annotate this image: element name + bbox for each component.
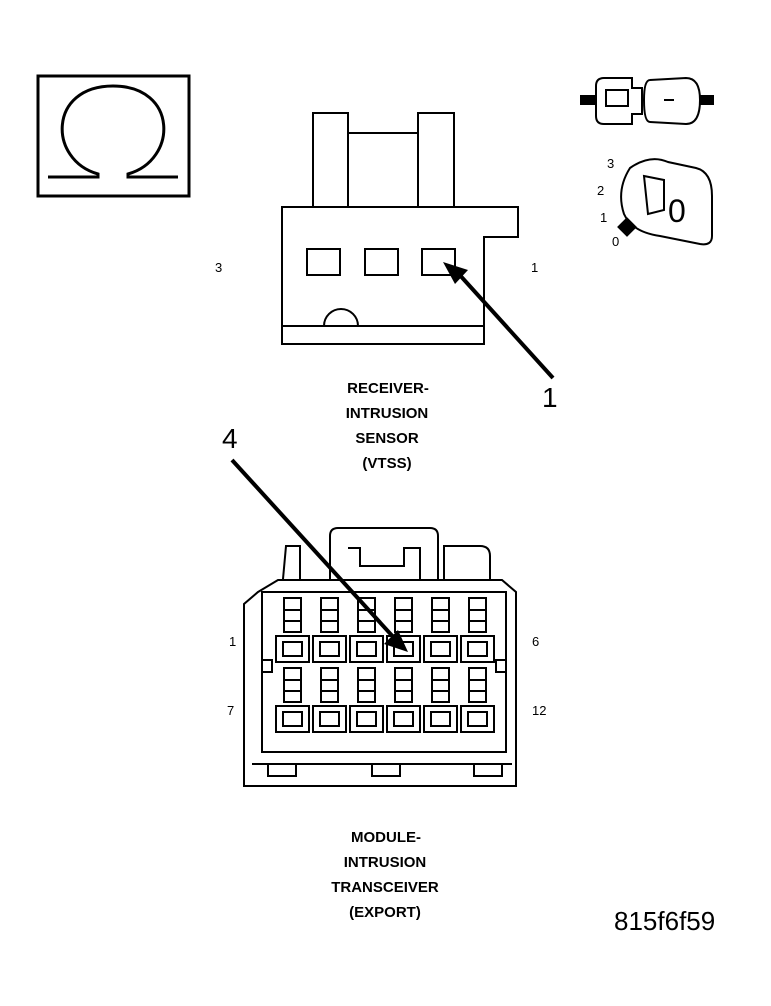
transceiver-label-line: (EXPORT) <box>349 904 421 921</box>
receiver-label-line: SENSOR <box>355 430 419 447</box>
cavity-8 <box>312 705 347 733</box>
cavity-7 <box>275 705 310 733</box>
cavity-latch-7 <box>283 667 302 703</box>
receiver-label-line: RECEIVER- <box>347 380 429 397</box>
cavity-terminal-2 <box>319 641 340 657</box>
cavity-1 <box>275 635 310 663</box>
key-position-1: 1 <box>600 210 607 225</box>
cavity-latch-4 <box>394 597 413 633</box>
transceiver-label-line: TRANSCEIVER <box>331 879 439 896</box>
ohmmeter-icon <box>36 74 191 198</box>
ignition-key-icon <box>617 158 713 246</box>
cavity-latch-8 <box>320 667 339 703</box>
cavity-latch-11 <box>431 667 450 703</box>
cavity-latch-10 <box>394 667 413 703</box>
receiver-callout: 1 <box>542 382 558 413</box>
transceiver-pin-top-left: 1 <box>229 634 236 649</box>
receiver-label-line: (VTSS) <box>362 455 411 472</box>
callout-arrow-1 <box>443 262 555 380</box>
transceiver-pin-bottom-left: 7 <box>227 703 234 718</box>
key-position-2: 2 <box>597 183 604 198</box>
cavity-terminal-9 <box>356 711 377 727</box>
callout-arrow-4 <box>230 458 408 652</box>
receiver-label-line: INTRUSION <box>346 405 429 422</box>
cavity-terminal-12 <box>467 711 488 727</box>
transceiver-cavity-grid <box>275 597 495 733</box>
key-position-3: 3 <box>607 156 614 171</box>
cavity-terminal-6 <box>467 641 488 657</box>
key-face-symbol: 0 <box>668 193 686 229</box>
transceiver-callout: 4 <box>222 423 238 454</box>
cavity-latch-2 <box>320 597 339 633</box>
cavity-latch-6 <box>468 597 487 633</box>
receiver-pin-left: 3 <box>215 260 222 275</box>
figure-id: 815f6f59 <box>614 906 715 936</box>
transceiver-pin-bottom-right: 12 <box>532 703 546 718</box>
cavity-terminal-10 <box>393 711 414 727</box>
transceiver-pin-top-right: 6 <box>532 634 539 649</box>
cavity-latch-1 <box>283 597 302 633</box>
cavity-terminal-11 <box>430 711 451 727</box>
cavity-terminal-7 <box>282 711 303 727</box>
transceiver-label-line: INTRUSION <box>344 854 427 871</box>
receiver-pin-right: 1 <box>531 260 538 275</box>
cavity-terminal-3 <box>356 641 377 657</box>
transceiver-label-line: MODULE- <box>351 829 421 846</box>
connector-plug-icon <box>580 76 714 126</box>
key-position-0: 0 <box>612 234 619 249</box>
receiver-connector-drawing <box>281 112 519 345</box>
cavity-terminal-8 <box>319 711 340 727</box>
cavity-latch-5 <box>431 597 450 633</box>
cavity-terminal-5 <box>430 641 451 657</box>
cavity-terminal-1 <box>282 641 303 657</box>
cavity-latch-12 <box>468 667 487 703</box>
cavity-latch-9 <box>357 667 376 703</box>
